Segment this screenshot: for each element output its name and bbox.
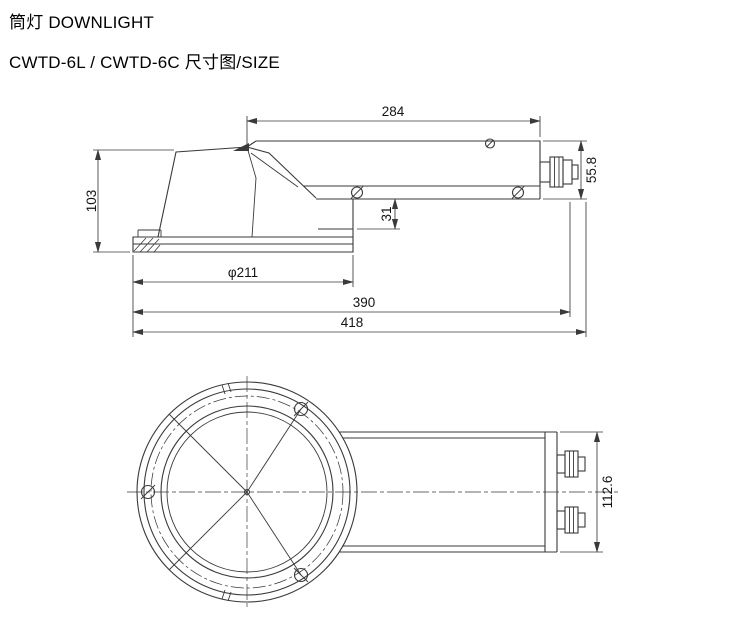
arm-screw-right-icon (511, 186, 525, 199)
cable-gland-top (556, 450, 586, 478)
side-view-dimensions (93, 116, 587, 337)
dim-trim-diameter: φ211 (228, 265, 258, 280)
arm-screw-left-icon (350, 186, 364, 199)
section-arrow (233, 143, 249, 151)
product-title: 筒灯 DOWNLIGHT (9, 13, 155, 32)
model-size-title: CWTD-6L / CWTD-6C 尺寸图/SIZE (9, 53, 280, 72)
dim-plan-body-height: 112.6 (600, 476, 615, 509)
plan-view-labels: 112.6 (600, 476, 615, 509)
trim-screw-top-icon (293, 401, 309, 417)
dim-top-width: 284 (382, 104, 405, 119)
dim-total-length: 418 (341, 315, 364, 330)
header: 筒灯 DOWNLIGHT CWTD-6L / CWTD-6C 尺寸图/SIZE (9, 8, 280, 73)
recessed-can (318, 199, 354, 237)
top-screw-icon (484, 138, 496, 149)
cone-lines (168, 408, 302, 576)
cable-gland-bottom (556, 506, 586, 534)
hatch-section (133, 237, 161, 253)
dim-left-height: 103 (84, 190, 99, 213)
side-view (132, 138, 579, 253)
trim-flange (132, 229, 354, 253)
dim-right-height: 55.8 (584, 157, 599, 183)
centerlines (127, 376, 618, 610)
trim-screw-bottom-icon (293, 567, 309, 583)
driver-body (246, 140, 541, 200)
dim-body-length: 390 (353, 295, 376, 310)
dim-can-depth: 31 (379, 206, 394, 221)
side-view-labels: 284 55.8 103 31 φ211 390 418 (84, 104, 599, 330)
lamp-head (157, 143, 317, 238)
cable-gland-side (539, 156, 579, 188)
plan-view-dimensions (560, 431, 603, 553)
spring-clip-marks (221, 382, 232, 602)
driver-body-plan (339, 431, 558, 553)
